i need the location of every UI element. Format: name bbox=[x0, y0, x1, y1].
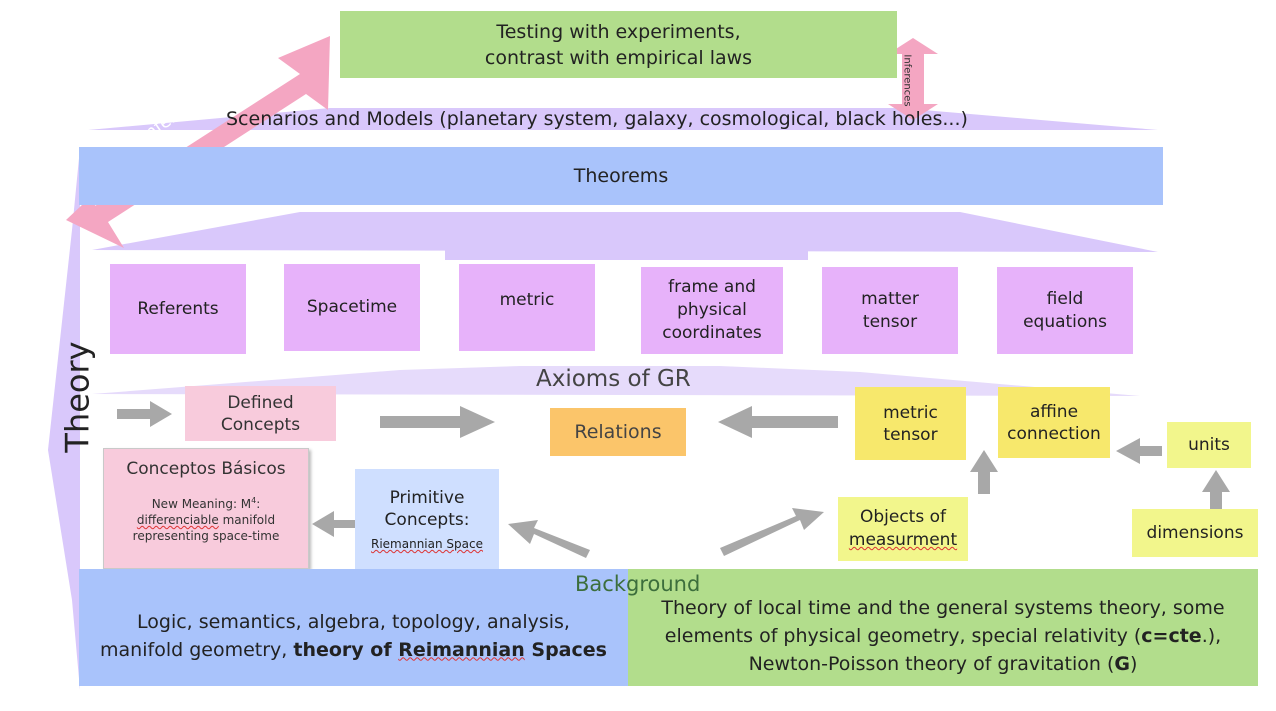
metric-tensor-line2: tensor bbox=[883, 424, 938, 445]
arrow-to-conceptos bbox=[312, 511, 356, 537]
arrow-units-to-affine bbox=[1116, 438, 1162, 464]
primitive-concepts-line2: Concepts: bbox=[384, 510, 470, 530]
axiom-frame-line3: coordinates bbox=[662, 323, 762, 343]
relations-box: Relations bbox=[550, 408, 686, 456]
background-right-line2c: .), bbox=[1201, 624, 1222, 647]
axioms-roof-base bbox=[445, 246, 808, 260]
metric-tensor-line1: metric bbox=[883, 402, 938, 423]
objects-measurement-line2: measurment bbox=[848, 530, 958, 550]
conceptos-basicos-title: Conceptos Básicos bbox=[126, 459, 286, 479]
dimensions-label: dimensions bbox=[1146, 523, 1244, 543]
background-left-line2c: Reimannian bbox=[398, 638, 525, 661]
primitive-concepts-box: Primitive Concepts: Riemannian Space bbox=[355, 469, 499, 569]
defined-concepts-box: Defined Concepts bbox=[185, 386, 336, 441]
scenarios-models-label: Scenarios and Models (planetary system, … bbox=[226, 108, 968, 130]
conceptos-desc-line1-end: : bbox=[256, 497, 261, 511]
arrow-bg-to-objects bbox=[720, 508, 824, 556]
theory-label: Theory bbox=[58, 341, 97, 453]
dimensions-box: dimensions bbox=[1132, 509, 1258, 557]
axiom-frame-coordinates: frame and physical coordinates bbox=[641, 267, 783, 354]
primitive-concepts-sub: Riemannian Space bbox=[371, 537, 483, 551]
arrow-bg-to-primitive bbox=[508, 520, 590, 558]
axiom-metric-label: metric bbox=[499, 290, 555, 310]
background-right-line2b: c=cte bbox=[1141, 624, 1202, 647]
background-left-line2b: theory of bbox=[293, 638, 399, 661]
theory-bracket bbox=[48, 148, 80, 690]
testing-experiments-box: Testing with experiments, contrast with … bbox=[340, 11, 897, 78]
axiom-spacetime: Spacetime bbox=[284, 264, 420, 351]
top-box-line2: contrast with empirical laws bbox=[484, 46, 753, 69]
background-title: Background bbox=[575, 572, 701, 596]
conceptos-basicos-box: Conceptos Básicos New Meaning: M4: diffe… bbox=[103, 448, 309, 569]
scenarios-roof bbox=[88, 108, 1158, 130]
axiom-metric: metric bbox=[459, 264, 595, 351]
primitive-concepts-line1: Primitive bbox=[389, 488, 465, 508]
arrow-tensor-to-relations bbox=[718, 406, 838, 438]
axiom-matter-line2: tensor bbox=[862, 311, 918, 332]
defined-concepts-line2: Concepts bbox=[220, 414, 301, 435]
inferences-vertical-label: Inferences bbox=[901, 54, 913, 107]
background-right-box: Theory of local time and the general sys… bbox=[628, 569, 1258, 686]
axiom-frame-line2: physical bbox=[677, 300, 747, 320]
axiom-field-line1: field bbox=[1046, 288, 1084, 309]
affine-connection-line1: affine bbox=[1029, 401, 1079, 422]
theorems-label: Theorems bbox=[573, 165, 669, 187]
units-label: units bbox=[1188, 435, 1230, 455]
background-right-line3c: ) bbox=[1130, 652, 1138, 675]
axiom-field-line2: equations bbox=[1023, 311, 1107, 332]
background-right-line3b: G bbox=[1114, 652, 1131, 675]
axiom-referents: Referents bbox=[110, 264, 246, 354]
gray-arrows bbox=[117, 401, 1230, 558]
affine-connection-box: affine connection bbox=[998, 387, 1110, 458]
conceptos-basicos-description: New Meaning: M4: differenciable manifold… bbox=[133, 493, 280, 544]
conceptos-desc-line1: New Meaning: M bbox=[151, 497, 252, 511]
axioms-title: Axioms of GR bbox=[536, 366, 691, 392]
background-left-line2a: manifold geometry, bbox=[100, 638, 294, 661]
conceptos-desc-line2: differenciable bbox=[136, 513, 219, 527]
background-left-box: Logic, semantics, algebra, topology, ana… bbox=[79, 569, 628, 686]
conceptos-desc-line3: representing space-time bbox=[132, 529, 280, 543]
background-right-line1: Theory of local time and the general sys… bbox=[661, 596, 1225, 619]
background-left-line1: Logic, semantics, algebra, topology, ana… bbox=[137, 610, 570, 633]
axiom-referents-label: Referents bbox=[137, 298, 219, 319]
conceptos-desc-sup: 4 bbox=[251, 496, 257, 505]
axiom-spacetime-label: Spacetime bbox=[306, 297, 398, 317]
inferences-vertical-arrow bbox=[888, 38, 938, 120]
axiom-matter-tensor: matter tensor bbox=[822, 267, 958, 354]
objects-measurement-line1: Objects of bbox=[859, 507, 946, 527]
axiom-frame-line1: frame and bbox=[668, 277, 756, 297]
defined-concepts-line1: Defined bbox=[227, 392, 294, 413]
arrow-objects-to-affine bbox=[970, 450, 998, 494]
background-left-line2d: Spaces bbox=[524, 638, 607, 661]
metric-tensor-box: metric tensor bbox=[855, 387, 966, 460]
arrow-dimensions-to-units bbox=[1202, 470, 1230, 510]
relations-label: Relations bbox=[574, 421, 662, 443]
objects-measurement-box: Objects of measurment bbox=[838, 497, 968, 561]
theorems-box: Theorems bbox=[79, 147, 1163, 205]
axiom-field-equations: field equations bbox=[997, 267, 1133, 354]
background-right-line3a: Newton-Poisson theory of gravitation ( bbox=[748, 652, 1115, 675]
units-box: units bbox=[1167, 422, 1251, 468]
background-right-line2a: elements of physical geometry, special r… bbox=[664, 624, 1142, 647]
axioms-roof bbox=[92, 212, 1158, 252]
conceptos-desc-line2-end: manifold bbox=[218, 513, 276, 527]
top-box-line1: Testing with experiments, bbox=[496, 20, 741, 43]
arrow-defined-to-relations bbox=[380, 406, 495, 438]
affine-connection-line2: connection bbox=[1007, 423, 1101, 444]
arrow-into-defined bbox=[117, 401, 172, 427]
axiom-matter-line1: matter bbox=[861, 288, 919, 309]
